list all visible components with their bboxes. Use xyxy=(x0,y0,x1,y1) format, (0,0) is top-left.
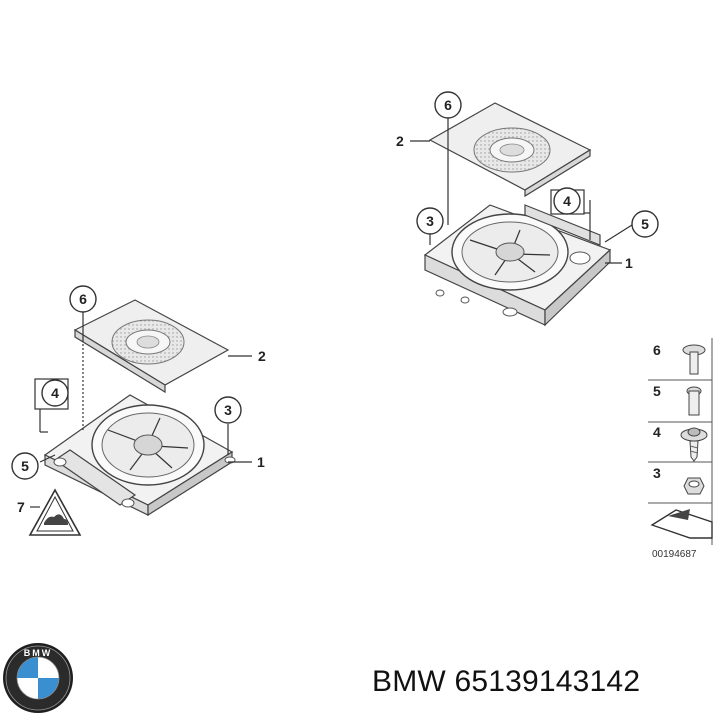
callout-4-top: 4 xyxy=(550,187,585,215)
callout-5-left: 5 xyxy=(11,452,39,480)
svg-text:3: 3 xyxy=(224,402,232,418)
svg-text:6: 6 xyxy=(444,97,452,113)
screw-icon xyxy=(682,344,706,375)
logo-letters: BMW xyxy=(24,648,53,658)
bolt-icon xyxy=(686,386,702,416)
brand-name: BMW xyxy=(372,665,446,698)
left-speaker-housing xyxy=(43,394,236,517)
callout-2-left: 2 xyxy=(258,348,266,364)
nut-icon xyxy=(683,477,705,495)
callout-6-top: 6 xyxy=(434,91,462,119)
callout-5-top: 5 xyxy=(631,210,659,238)
top-assembly xyxy=(410,102,633,327)
svg-text:5: 5 xyxy=(21,458,29,474)
callout-7: 7 xyxy=(17,499,25,515)
callout-3-left: 3 xyxy=(214,396,242,424)
legend-number-5: 5 xyxy=(653,383,661,399)
callout-1-top: 1 xyxy=(625,255,633,271)
left-assembly xyxy=(28,299,252,536)
legend-number-3: 3 xyxy=(653,465,661,481)
callout-1-left: 1 xyxy=(257,454,265,470)
callout-3-top: 3 xyxy=(416,207,444,235)
legend-number-4: 4 xyxy=(653,424,661,440)
warning-label xyxy=(28,488,82,536)
top-cover-plate xyxy=(428,102,592,198)
flange-screw-icon xyxy=(680,427,708,462)
part-number-caption: BMW 65139143142 xyxy=(372,665,640,699)
callout-4-left: 4 xyxy=(34,378,69,410)
svg-text:5: 5 xyxy=(641,216,649,232)
legend-number-6: 6 xyxy=(653,342,661,358)
callout-6-left: 6 xyxy=(69,285,97,313)
left-cover-plate xyxy=(73,299,230,394)
bmw-logo: BMW xyxy=(3,643,73,713)
svg-text:4: 4 xyxy=(51,385,59,401)
top-speaker-housing xyxy=(423,204,612,327)
callout-2-top: 2 xyxy=(396,133,404,149)
top-leader-lines xyxy=(410,118,633,264)
left-leader-lines xyxy=(30,312,252,508)
svg-text:3: 3 xyxy=(426,213,434,229)
fastener-legend: 6 5 4 3 xyxy=(647,337,713,545)
diagram-code: 00194687 xyxy=(652,549,697,560)
svg-text:6: 6 xyxy=(79,291,87,307)
svg-text:4: 4 xyxy=(563,193,571,209)
part-number: 65139143142 xyxy=(454,665,641,698)
callouts: 6 2 3 4 5 1 6 2 4 3 1 xyxy=(11,91,659,515)
arrow-icon xyxy=(650,509,713,539)
